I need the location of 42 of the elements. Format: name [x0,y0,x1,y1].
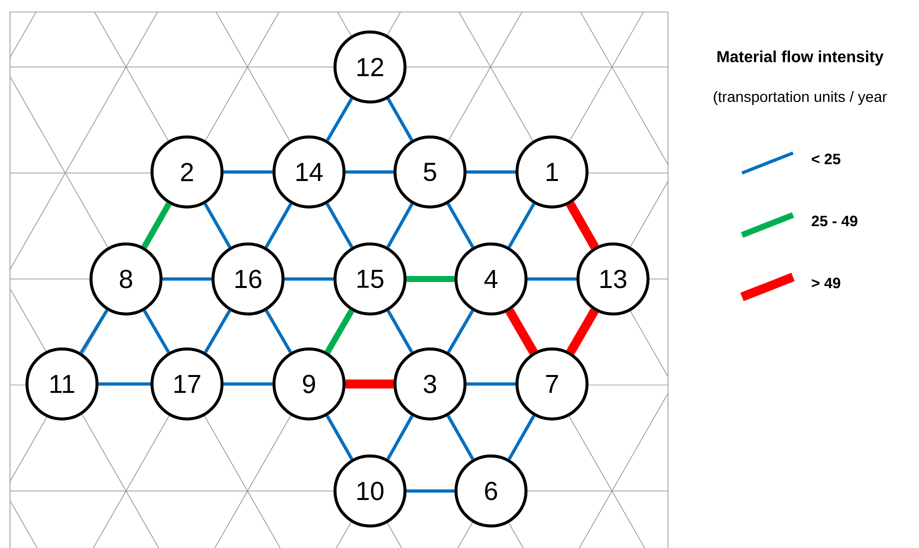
flow-line [98,382,150,386]
node-label: 6 [485,482,498,500]
flow-line [80,309,108,354]
flow-line [386,415,414,460]
flow-line [406,489,454,493]
flow-line [324,309,354,354]
flow-line [566,308,599,355]
flow-line [204,202,232,248]
flow-line [466,170,516,174]
flow-line [386,203,414,248]
flow-line [466,382,516,386]
flow-line [446,202,474,248]
flow-line [346,170,394,174]
flow-line [284,277,334,281]
flow-line [446,310,474,354]
flow-line [326,202,354,248]
flow-line [386,98,414,142]
flow-line [264,202,292,248]
flow-line [224,170,272,174]
flow-line [346,380,394,388]
flow-line [505,308,538,355]
flow-line [264,310,292,354]
flow-line [566,201,599,250]
legend-label: > 49 [812,278,840,288]
flow-line [406,276,454,282]
node-label: 10 [358,482,384,500]
flow-line [204,310,232,354]
legend-label: < 25 [812,154,840,164]
flow-line [142,310,170,354]
flow-line [528,277,576,281]
flow-line [224,382,272,386]
flow-line [326,414,354,460]
flow-line [386,310,414,354]
flow-line [446,414,474,460]
flow-line [508,414,536,460]
flow-line [141,202,172,249]
legend-label: 25 - 49 [812,216,858,226]
legend-title: Material flow intensity [718,50,884,66]
flow-line [508,202,536,248]
flow-line [326,98,354,142]
flow-line [162,277,212,281]
legend-subtitle: (transportation units / year [714,91,887,105]
